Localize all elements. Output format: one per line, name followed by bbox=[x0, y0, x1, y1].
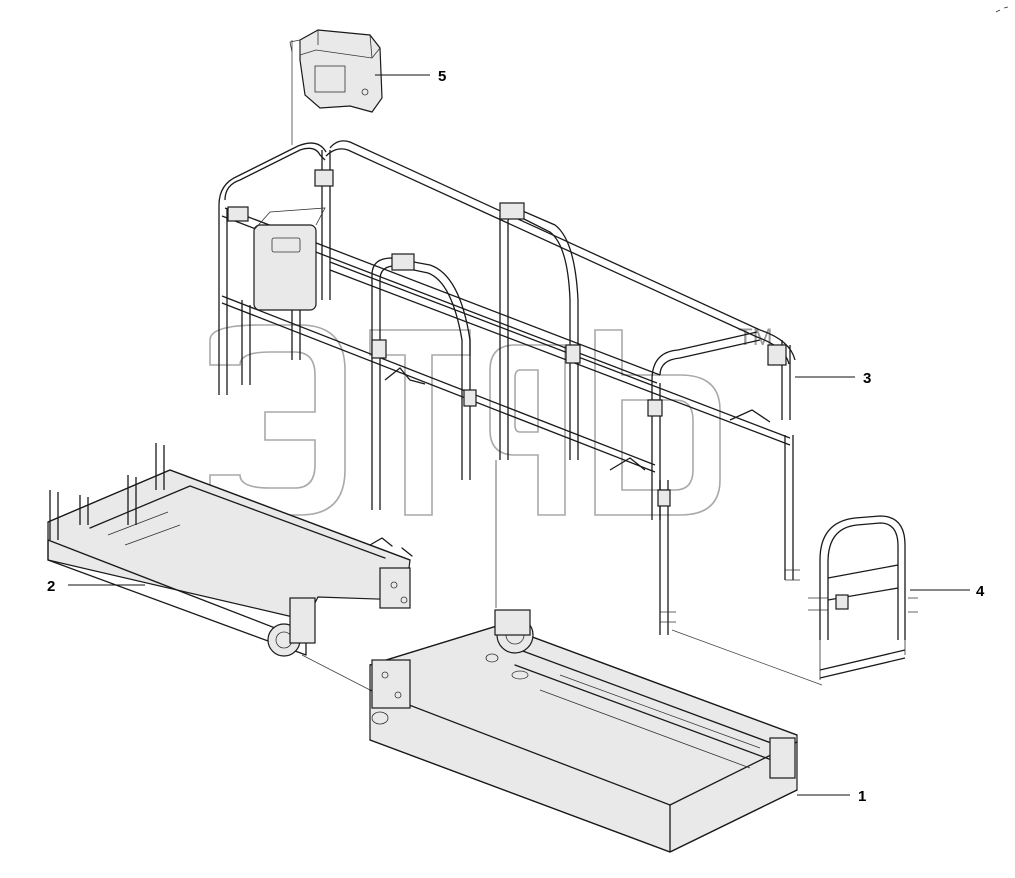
part-3-guard-rail bbox=[218, 140, 800, 635]
callout-label-5: 5 bbox=[438, 68, 446, 85]
part-5-cover-bracket bbox=[289, 29, 383, 113]
callout-3: 3 bbox=[795, 370, 871, 387]
callout-4: 4 bbox=[910, 583, 985, 600]
callout-label-1: 1 bbox=[858, 788, 866, 805]
control-box bbox=[253, 224, 317, 311]
part-1-base-deck bbox=[369, 609, 798, 853]
corner-mark bbox=[995, 6, 1009, 13]
callout-label-4: 4 bbox=[976, 583, 985, 600]
assembly-lines bbox=[291, 40, 823, 691]
callout-5: 5 bbox=[375, 68, 446, 85]
callout-1: 1 bbox=[797, 788, 866, 805]
watermark-logo: TM bbox=[209, 324, 773, 516]
callout-2: 2 bbox=[47, 578, 145, 595]
callout-label-2: 2 bbox=[47, 578, 55, 595]
part-4-gate bbox=[808, 515, 918, 680]
callout-label-3: 3 bbox=[863, 370, 871, 387]
part-2-extension-deck bbox=[47, 443, 413, 657]
